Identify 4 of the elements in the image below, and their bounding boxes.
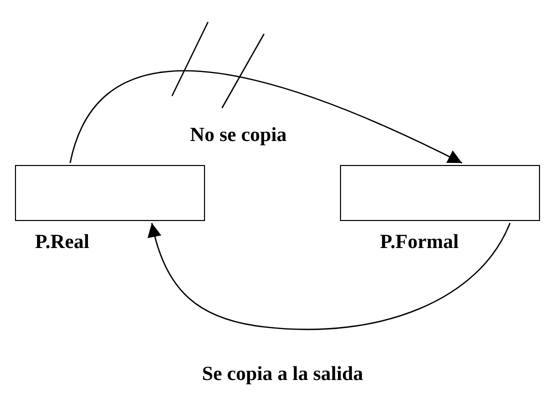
edge-label: No se copia — [188, 124, 289, 147]
box-caption: P.Formal — [380, 231, 459, 254]
edge-label: Se copia a la salida — [200, 363, 366, 386]
box-caption: P.Real — [35, 231, 90, 254]
